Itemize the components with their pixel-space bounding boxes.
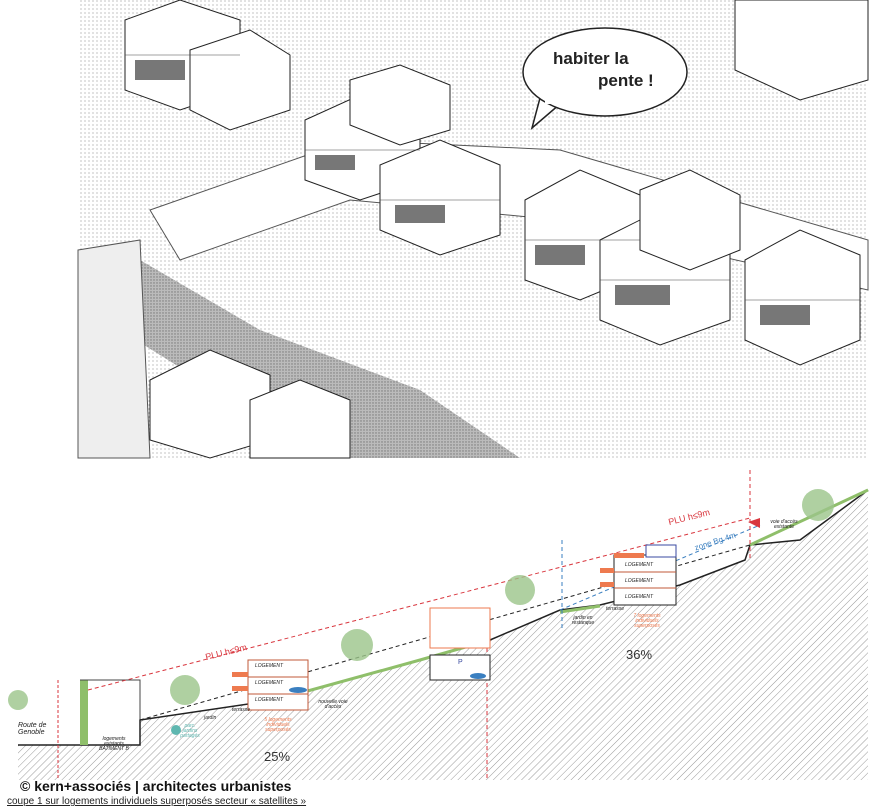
jardin-right-label: jardin en restanque (571, 615, 595, 626)
parc-label: parc. jardins partagés (180, 723, 200, 739)
slope-left: 25% (264, 749, 291, 764)
slope-right: 36% (626, 647, 653, 662)
unit-label: LOGEMENT (625, 594, 654, 600)
voie-existante-label: voie d'accès existante (770, 519, 798, 530)
logements-left-label: 5 logements individuels superposés (264, 717, 292, 733)
terrasse-right-label: terrasse (606, 606, 625, 612)
route-label: Route de Genoble (18, 722, 47, 736)
site-section (8, 470, 869, 780)
logements-right-label: 7 logements individuels superposés (633, 613, 661, 629)
speech-bubble-line1: habiter la (553, 49, 629, 68)
terrasse-left-label: terrasse (232, 707, 251, 713)
caption: coupe 1 sur logements individuels superp… (7, 796, 307, 807)
speech-bubble (522, 27, 688, 131)
speech-bubble-line2: pente ! (598, 71, 654, 90)
unit-label: LOGEMENT (255, 663, 284, 669)
unit-label: LOGEMENT (255, 680, 284, 686)
parking-label: P (458, 659, 463, 666)
unit-label: LOGEMENT (255, 697, 284, 703)
axonometric-illustration (77, 0, 869, 459)
jardin-left-label: jardin (204, 715, 217, 721)
unit-label: LOGEMENT (625, 562, 654, 568)
nouvelle-voie-label: nouvelle voie d'accès (318, 699, 348, 710)
credit: © kern+associés | architectes urbanistes (20, 778, 292, 794)
existing-housing-label: logements existants BATIMENT B (99, 736, 129, 752)
unit-label: LOGEMENT (625, 578, 654, 584)
